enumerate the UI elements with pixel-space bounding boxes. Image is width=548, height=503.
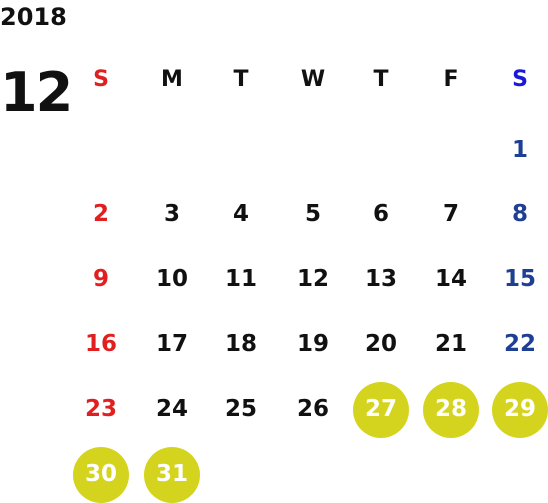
day-19[interactable]: 19: [296, 331, 329, 358]
day-21[interactable]: 21: [434, 331, 467, 358]
day-23[interactable]: 23: [84, 396, 117, 423]
day-6[interactable]: 6: [372, 201, 389, 228]
day-7[interactable]: 7: [442, 201, 459, 228]
day-31-highlighted[interactable]: 31: [144, 446, 200, 503]
day-3[interactable]: 3: [163, 201, 180, 228]
day-30-highlighted[interactable]: 30: [73, 446, 129, 503]
weekday-header-3: W: [300, 67, 326, 92]
day-20[interactable]: 20: [364, 331, 397, 358]
day-1[interactable]: 1: [511, 136, 528, 163]
day-17[interactable]: 17: [155, 331, 188, 358]
weekday-header-1: M: [161, 67, 183, 92]
day-10[interactable]: 10: [155, 266, 188, 293]
day-13[interactable]: 13: [364, 266, 397, 293]
day-28-highlighted[interactable]: 28: [423, 381, 479, 438]
day-4[interactable]: 4: [232, 201, 249, 228]
day-27-highlighted[interactable]: 27: [353, 381, 409, 438]
day-22[interactable]: 22: [503, 331, 536, 358]
month-number: 12: [0, 61, 73, 124]
day-2[interactable]: 2: [92, 201, 109, 228]
day-24[interactable]: 24: [155, 396, 188, 423]
day-16[interactable]: 16: [84, 331, 117, 358]
weekday-header-0: S: [93, 67, 109, 92]
day-26[interactable]: 26: [296, 396, 329, 423]
day-9[interactable]: 9: [92, 266, 109, 293]
weekday-header-6: S: [512, 67, 528, 92]
weekday-header-2: T: [233, 67, 249, 92]
year-label: 2018: [0, 3, 67, 31]
day-25[interactable]: 25: [224, 396, 257, 423]
weekday-header-4: T: [373, 67, 389, 92]
day-29-highlighted[interactable]: 29: [492, 381, 548, 438]
day-18[interactable]: 18: [224, 331, 257, 358]
day-5[interactable]: 5: [304, 201, 321, 228]
day-14[interactable]: 14: [434, 266, 467, 293]
day-8[interactable]: 8: [511, 201, 528, 228]
day-15[interactable]: 15: [503, 266, 536, 293]
weekday-header-5: F: [443, 67, 459, 92]
day-11[interactable]: 11: [224, 266, 257, 293]
day-12[interactable]: 12: [296, 266, 329, 293]
